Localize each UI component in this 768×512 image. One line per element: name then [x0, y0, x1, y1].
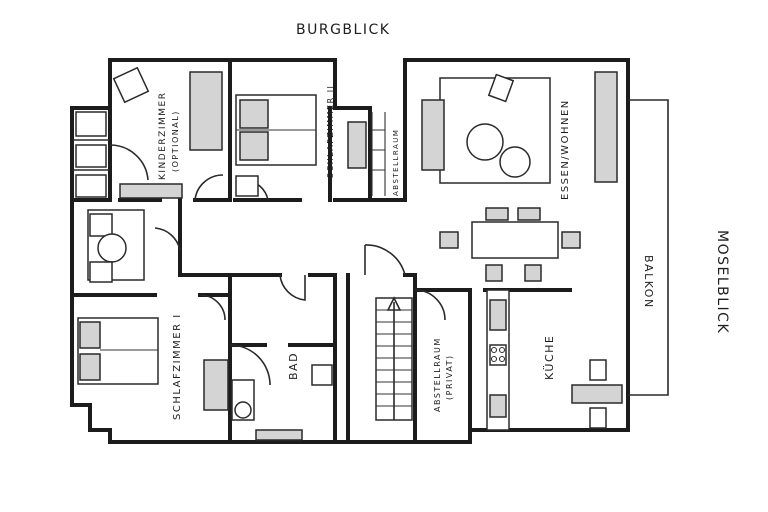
abstellraum-privat-note: (PRIVAT) [445, 354, 454, 400]
abstellraum-label: ABSTELLRAUM [392, 129, 400, 196]
living-furniture [421, 71, 618, 282]
doors [109, 144, 446, 386]
abstellraum-privat-label: ABSTELLRAUM [433, 337, 442, 412]
balkon-label: BALKON [642, 255, 655, 309]
schlafzimmer1-label: SCHLAFZIMMER I [172, 313, 183, 420]
kitchen-furniture [486, 289, 623, 431]
kueche-label: KÜCHE [543, 335, 556, 380]
essen-wohnen-label: ESSEN/WOHNEN [560, 99, 571, 200]
bad-furniture [231, 364, 333, 441]
balcony-outline [628, 99, 669, 396]
east-view-label: MOSELBLICK [714, 230, 730, 334]
kinderzimmer-furniture [75, 66, 223, 199]
schlafzimmer2-label: SCHLAFZIMMER II [326, 85, 335, 178]
stairs [375, 296, 413, 421]
schlafzimmer2-furniture [235, 94, 367, 197]
kinderzimmer-note: (OPTIONAL) [171, 110, 180, 172]
abstellraum-shelves [371, 112, 386, 196]
kinderzimmer-label: KINDERZIMMER [158, 92, 168, 180]
north-view-label: BURGBLICK [296, 22, 390, 38]
schlafzimmer1-furniture [77, 209, 229, 411]
bad-label: BAD [287, 352, 300, 380]
